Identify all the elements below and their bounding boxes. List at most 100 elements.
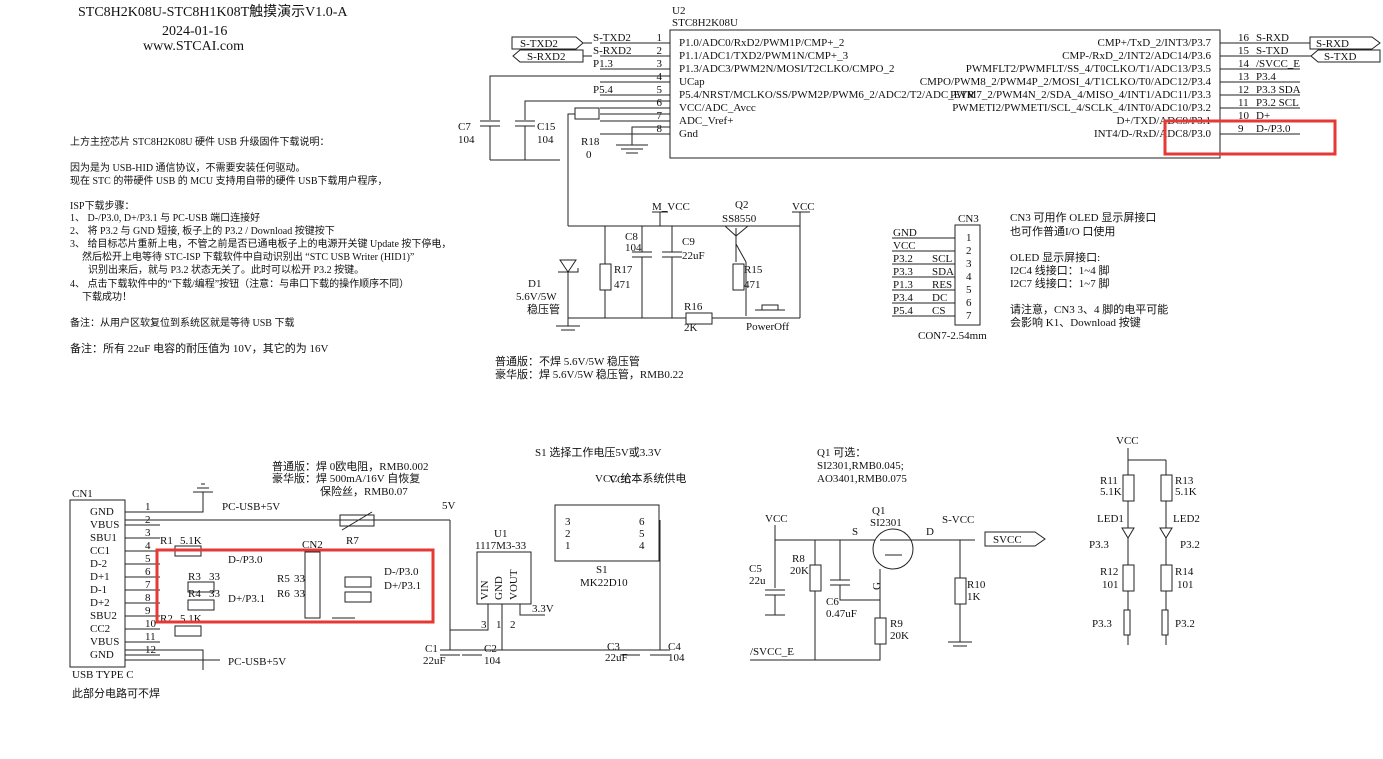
q1-mosfet bbox=[872, 528, 914, 570]
c8-ref: C8 bbox=[625, 231, 638, 243]
mcu-pin-number: 16 bbox=[1238, 32, 1250, 44]
mcu-pin-net: P3.2 SCL bbox=[1256, 97, 1299, 109]
ps-vcc-label: VCC bbox=[765, 513, 788, 525]
led-p33-label-a: P3.3 bbox=[1089, 539, 1109, 551]
s-rxd-port-label: S-RXD bbox=[1316, 38, 1349, 50]
mcu-pin-number: 6 bbox=[657, 97, 663, 109]
m-vcc-label: M_VCC bbox=[652, 201, 690, 213]
q1-option-2: SI2301,RMB0.045; bbox=[817, 460, 904, 472]
usb-pin-number: 7 bbox=[145, 579, 151, 591]
usb-pin-name: D+1 bbox=[90, 571, 110, 583]
r13-value: 5.1K bbox=[1175, 486, 1197, 498]
isp-step-4b: 下载成功！ bbox=[82, 292, 132, 303]
pc-usb-5v-bottom: PC-USB+5V bbox=[228, 656, 286, 668]
r8-value: 20K bbox=[790, 565, 809, 577]
mcu-pin-number: 13 bbox=[1238, 71, 1250, 83]
r11-ref: R11 bbox=[1100, 475, 1118, 487]
usb-pin-number: 4 bbox=[145, 540, 151, 552]
s1-pin-number: 4 bbox=[639, 540, 645, 552]
zener-normal-note: 普通版：不焊 5.6V/5W 稳压管 bbox=[495, 356, 640, 368]
mcu-pin-number: 11 bbox=[1238, 97, 1249, 109]
cn1-ref: CN1 bbox=[72, 488, 93, 500]
r1-ref: R1 bbox=[160, 535, 173, 547]
r13-ref: R13 bbox=[1175, 475, 1194, 487]
r4-value: 33 bbox=[209, 588, 221, 600]
c15-value: 104 bbox=[537, 134, 554, 146]
led2 bbox=[1159, 527, 1173, 539]
mcu-pin-name: CMPO/PWM8_2/PWM4P_2/MOSI_4/T1CLKO/T0/ADC… bbox=[920, 76, 1212, 88]
mcu-pin-number: 12 bbox=[1238, 84, 1249, 96]
q1-drain-label: D bbox=[926, 526, 934, 538]
mcu-pin-name: P5.4/NRST/MCLKO/SS/PWM2P/PWM6_2/ADC2/T2/… bbox=[679, 89, 975, 101]
q1-ref: Q1 bbox=[872, 505, 885, 517]
usb-pin-name: SBU1 bbox=[90, 532, 117, 544]
c4-value: 104 bbox=[668, 652, 685, 664]
mcu-pin-net: /SVCC_E bbox=[1256, 58, 1300, 70]
pc-usb-5v-top: PC-USB+5V bbox=[222, 501, 280, 513]
mcu-pin-name: P1.0/ADC0/RxD2/PWM1P/CMP+_2 bbox=[679, 37, 844, 49]
cn3-pin-net: GND bbox=[893, 227, 917, 239]
mcu-pin-net: D+ bbox=[1256, 110, 1270, 122]
mcu-pin-name: PWM7_2/PWM4N_2/SDA_4/MISO_4/INT1/ADC11/P… bbox=[950, 89, 1211, 101]
mcu-pin-net: S-TXD2 bbox=[593, 32, 631, 44]
mcu-pin-name: P1.3/ADC3/PWM2N/MOSI/T2CLKO/CMPO_2 bbox=[679, 63, 894, 75]
led-p32-label-b: P3.2 bbox=[1175, 618, 1195, 630]
d1-ref: D1 bbox=[528, 278, 541, 290]
mcu-pin-name: VCC/ADC_Avcc bbox=[679, 102, 756, 114]
mcu-pin-number: 5 bbox=[657, 84, 663, 96]
mcu-pin-net: P5.4 bbox=[593, 84, 613, 96]
remark-1: 备注：从用户区软复位到系统区就是等待 USB 下载 bbox=[70, 318, 295, 329]
mcu-pin-number: 10 bbox=[1238, 110, 1250, 122]
r8 bbox=[809, 564, 822, 592]
c2-ref: C2 bbox=[484, 643, 497, 655]
mcu-pin-number: 2 bbox=[657, 45, 663, 57]
fuse-note-3: 保险丝，RMB0.07 bbox=[320, 486, 408, 498]
d1-zener bbox=[559, 259, 577, 273]
usb-pin-name: SBU2 bbox=[90, 610, 117, 622]
v5-label: 5V bbox=[442, 500, 456, 512]
mcu-pin-number: 1 bbox=[657, 32, 663, 44]
isp-step-3b: 然后松开上电等待 STC-ISP 下载软件中自动识别出 “STC USB Wri… bbox=[82, 252, 415, 263]
mcu-pin-net: S-RXD bbox=[1256, 32, 1289, 44]
schematic-url: www.STCAI.com bbox=[143, 39, 244, 54]
r2 bbox=[174, 625, 202, 637]
cn3-pin-number: 2 bbox=[966, 245, 972, 257]
usb-pin-name: CC2 bbox=[90, 623, 110, 635]
usb-series-resistors-highlight bbox=[155, 548, 435, 624]
mcu-pin-name: P1.1/ADC1/TXD2/PWM1N/CMP+_3 bbox=[679, 50, 849, 62]
r3-ref: R3 bbox=[188, 571, 201, 583]
s1-pin-number: 3 bbox=[565, 516, 571, 528]
u1-pin-3: 3 bbox=[481, 619, 487, 631]
usb-pin-number: 5 bbox=[145, 553, 151, 565]
s-txd2-port-label: S-TXD2 bbox=[520, 38, 558, 50]
mcu-pin-name: CMP+/TxD_2/INT3/P3.7 bbox=[1098, 37, 1212, 49]
mcu-ref: U2 bbox=[672, 5, 685, 17]
led-vcc-label: VCC bbox=[1116, 435, 1139, 447]
mcu-pin-net: S-RXD2 bbox=[593, 45, 632, 57]
vcc-label-top: VCC bbox=[792, 201, 815, 213]
v33-label: 3.3V bbox=[532, 603, 554, 615]
s-txd-port bbox=[1310, 49, 1381, 63]
r5-value: 33 bbox=[294, 573, 306, 585]
svcc-port-label: SVCC bbox=[993, 534, 1022, 546]
r6-ref: R6 bbox=[277, 588, 290, 600]
cn3-pin-number: 5 bbox=[966, 284, 972, 296]
r17-value: 471 bbox=[614, 279, 631, 291]
r14-ref: R14 bbox=[1175, 566, 1194, 578]
cn3-pin-signal: RES bbox=[932, 279, 952, 291]
cn3-pin-net: VCC bbox=[893, 240, 916, 252]
usb-pin-name: CC1 bbox=[90, 545, 110, 557]
cn3-pin-number: 6 bbox=[966, 297, 972, 309]
usb-pin-name: GND bbox=[90, 506, 114, 518]
cn3-note-1: CN3 可用作 OLED 显示屏接口 bbox=[1010, 212, 1157, 224]
mcu-pin-net: P3.3 SDA bbox=[1256, 84, 1301, 96]
u1-pin-1: 1 bbox=[496, 619, 502, 631]
r1-value: 5.1K bbox=[180, 535, 202, 547]
cn2-dplus-net: D+/P3.1 bbox=[384, 580, 421, 592]
r5-ref: R5 bbox=[277, 573, 290, 585]
c5-ref: C5 bbox=[749, 563, 762, 575]
usb-pin-number: 6 bbox=[145, 566, 151, 578]
s1-pin-number: 6 bbox=[639, 516, 645, 528]
s-rxd2-port bbox=[512, 49, 584, 63]
u1-gnd: GND bbox=[493, 576, 505, 600]
